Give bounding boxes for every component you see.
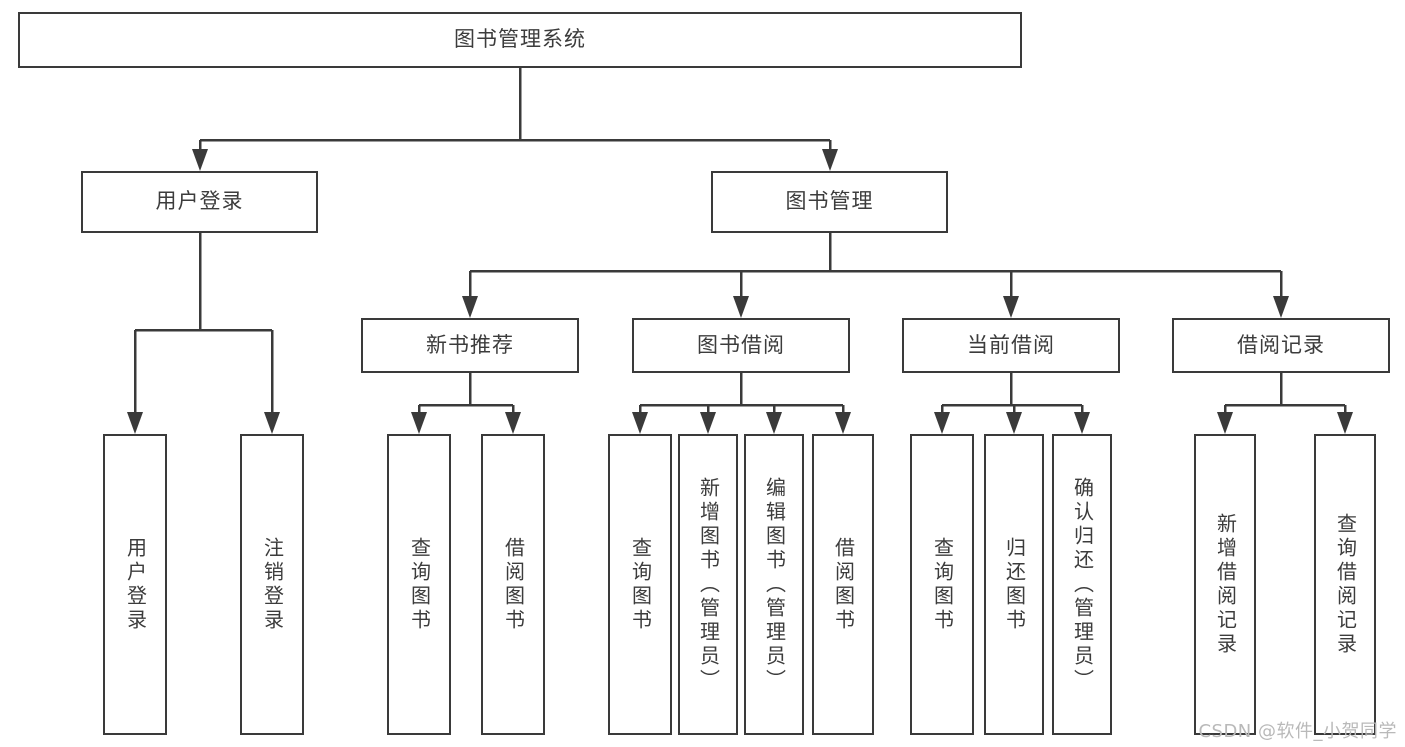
node-label: 确认归还（管理员） [1070,476,1095,693]
node-leaf-user-login[interactable]: 用户登录 [103,434,167,735]
node-leaf-confirm-return-admin[interactable]: 确认归还（管理员） [1052,434,1112,735]
node-book-borrowing[interactable]: 图书借阅 [632,318,850,373]
node-label: 新增图书（管理员） [696,476,721,693]
node-leaf-edit-book-admin[interactable]: 编辑图书（管理员） [744,434,804,735]
node-leaf-return-book[interactable]: 归还图书 [984,434,1044,735]
node-label: 新书推荐 [426,332,514,357]
node-label: 用户登录 [155,189,244,214]
node-label: 借阅图书 [501,536,526,633]
node-user-login[interactable]: 用户登录 [81,171,318,233]
node-label: 归还图书 [1002,536,1027,633]
node-label: 新增借阅记录 [1213,512,1238,657]
node-leaf-query-book-3[interactable]: 查询图书 [910,434,974,735]
node-leaf-borrow-book-1[interactable]: 借阅图书 [481,434,545,735]
node-book-management[interactable]: 图书管理 [711,171,948,233]
node-label: 查询图书 [628,536,653,633]
node-label: 借阅图书 [831,536,856,633]
node-current-borrowing[interactable]: 当前借阅 [902,318,1120,373]
node-borrowing-records[interactable]: 借阅记录 [1172,318,1390,373]
node-label: 查询图书 [407,536,432,633]
node-leaf-query-book-2[interactable]: 查询图书 [608,434,672,735]
node-label: 当前借阅 [967,332,1055,357]
csdn-watermark: CSDN @软件_小贺同学 [1198,721,1397,742]
node-label: 查询借阅记录 [1333,512,1358,657]
node-root-book-management-system[interactable]: 图书管理系统 [18,12,1022,68]
node-label: 编辑图书（管理员） [762,476,787,693]
node-leaf-add-borrowing-record[interactable]: 新增借阅记录 [1194,434,1256,735]
node-label: 查询图书 [930,536,955,633]
node-label: 图书管理 [785,189,874,214]
node-new-book-recommendation[interactable]: 新书推荐 [361,318,579,373]
node-leaf-query-book-1[interactable]: 查询图书 [387,434,451,735]
node-leaf-add-book-admin[interactable]: 新增图书（管理员） [678,434,738,735]
node-label: 图书借阅 [697,332,785,357]
node-label: 用户登录 [123,536,148,633]
node-label: 注销登录 [260,536,285,633]
node-label: 图书管理系统 [454,27,586,52]
node-leaf-logout[interactable]: 注销登录 [240,434,304,735]
node-leaf-query-borrowing-record[interactable]: 查询借阅记录 [1314,434,1376,735]
node-label: 借阅记录 [1237,332,1325,357]
node-leaf-borrow-book-2[interactable]: 借阅图书 [812,434,874,735]
